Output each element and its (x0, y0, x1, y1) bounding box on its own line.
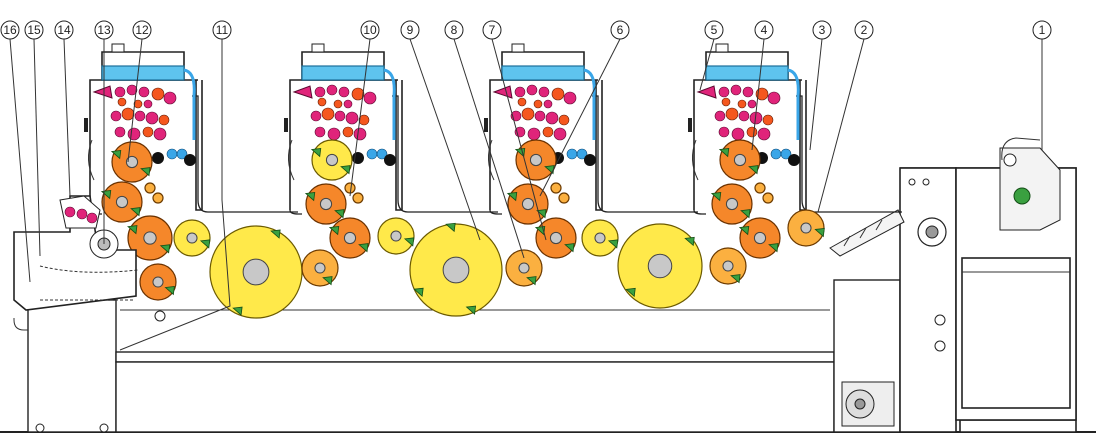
damp-roller-3 (550, 182, 562, 194)
callout-7: 7 (482, 20, 502, 40)
leader-8 (453, 38, 525, 259)
transfer-cylinder-3 (709, 247, 747, 285)
feed-cylinder (787, 209, 825, 247)
damp-roller-b-4 (762, 192, 774, 204)
plate-cylinder-10 (718, 139, 761, 181)
callout-11: 11 (212, 20, 232, 40)
callout-8: 8 (444, 20, 464, 40)
plate-cylinder-12 (738, 217, 781, 259)
svg-text:10: 10 (363, 23, 377, 37)
svg-text:8: 8 (451, 23, 458, 37)
leader-3 (809, 38, 823, 151)
damp-roller-b-2 (352, 192, 364, 204)
delivery-unit (13, 195, 166, 322)
svg-text:3: 3 (819, 23, 826, 37)
plate-cylinder-1 (110, 141, 153, 183)
callout-6: 6 (610, 20, 630, 40)
callout-14: 14 (54, 20, 74, 40)
callout-15: 15 (24, 20, 44, 40)
delivery-cylinder (139, 263, 177, 301)
callout-13: 13 (94, 20, 114, 40)
transfer-cylinder-2 (505, 249, 543, 287)
cylinders (19, 139, 825, 319)
leader-7 (491, 38, 547, 241)
leader-15 (33, 38, 41, 257)
callout-1: 1 (1032, 20, 1052, 40)
plate-cylinder-4 (310, 139, 353, 181)
printing-unit-1 (84, 43, 298, 215)
svg-text:2: 2 (861, 23, 868, 37)
plate-cylinder-8 (506, 183, 549, 225)
damp-roller-b-3 (558, 192, 570, 204)
motor (841, 381, 895, 427)
leader-9 (409, 38, 481, 241)
leader-16 (9, 38, 31, 283)
damp-roller-b-1 (152, 192, 164, 204)
callout-12: 12 (132, 20, 152, 40)
svg-text:16: 16 (3, 23, 17, 37)
callout-16: 16 (0, 20, 20, 40)
leader-2 (817, 38, 865, 213)
damp-roller-4 (754, 182, 766, 194)
leader-10 (349, 38, 371, 197)
svg-text:7: 7 (489, 23, 496, 37)
callout-leaders (9, 38, 1043, 351)
impression-cylinder-3 (581, 219, 619, 257)
leader-4 (751, 38, 765, 151)
transfer-drum-2 (409, 222, 503, 317)
callout-3: 3 (812, 20, 832, 40)
svg-text:11: 11 (216, 23, 229, 37)
svg-text:5: 5 (711, 23, 718, 37)
machine-base (13, 279, 901, 433)
callout-9: 9 (400, 20, 420, 40)
transfer-cylinder-1 (301, 249, 339, 287)
svg-text:1: 1 (1039, 23, 1046, 37)
callout-2: 2 (854, 20, 874, 40)
transfer-drum-1 (209, 225, 303, 319)
damp-roller-1 (144, 182, 156, 194)
svg-text:6: 6 (617, 23, 624, 37)
svg-text:9: 9 (407, 23, 414, 37)
transfer-drum-3 (617, 223, 703, 309)
callout-4: 4 (754, 20, 774, 40)
plate-cylinder-6 (328, 217, 371, 259)
svg-text:4: 4 (761, 23, 768, 37)
plate-cylinder-11 (710, 183, 753, 225)
plate-cylinder-7 (514, 139, 557, 181)
leader-12 (127, 38, 143, 163)
plate-cylinder-9 (534, 217, 577, 259)
impression-cylinder-1 (173, 219, 211, 257)
callout-labels: 1 2 3 4 5 6 7 8 9 10 11 12 13 14 15 16 (0, 20, 1052, 40)
callout-10: 10 (360, 20, 380, 40)
plate-cylinder-2 (100, 181, 143, 223)
damp-roller-2 (344, 182, 356, 194)
infeed-board (829, 209, 905, 257)
svg-text:13: 13 (97, 23, 111, 37)
leader-6 (539, 38, 621, 197)
printing-units (84, 43, 902, 215)
leader-14 (63, 38, 71, 197)
sheet-feeder (899, 137, 1077, 433)
svg-text:12: 12 (135, 23, 149, 37)
plate-cylinder-3 (127, 215, 173, 261)
svg-text:14: 14 (57, 23, 71, 37)
svg-text:15: 15 (27, 23, 41, 37)
impression-cylinder-2 (377, 217, 415, 255)
plate-cylinder-5 (304, 183, 347, 225)
leader-11 (119, 39, 231, 351)
callout-5: 5 (704, 20, 724, 40)
leader-5 (699, 38, 715, 91)
